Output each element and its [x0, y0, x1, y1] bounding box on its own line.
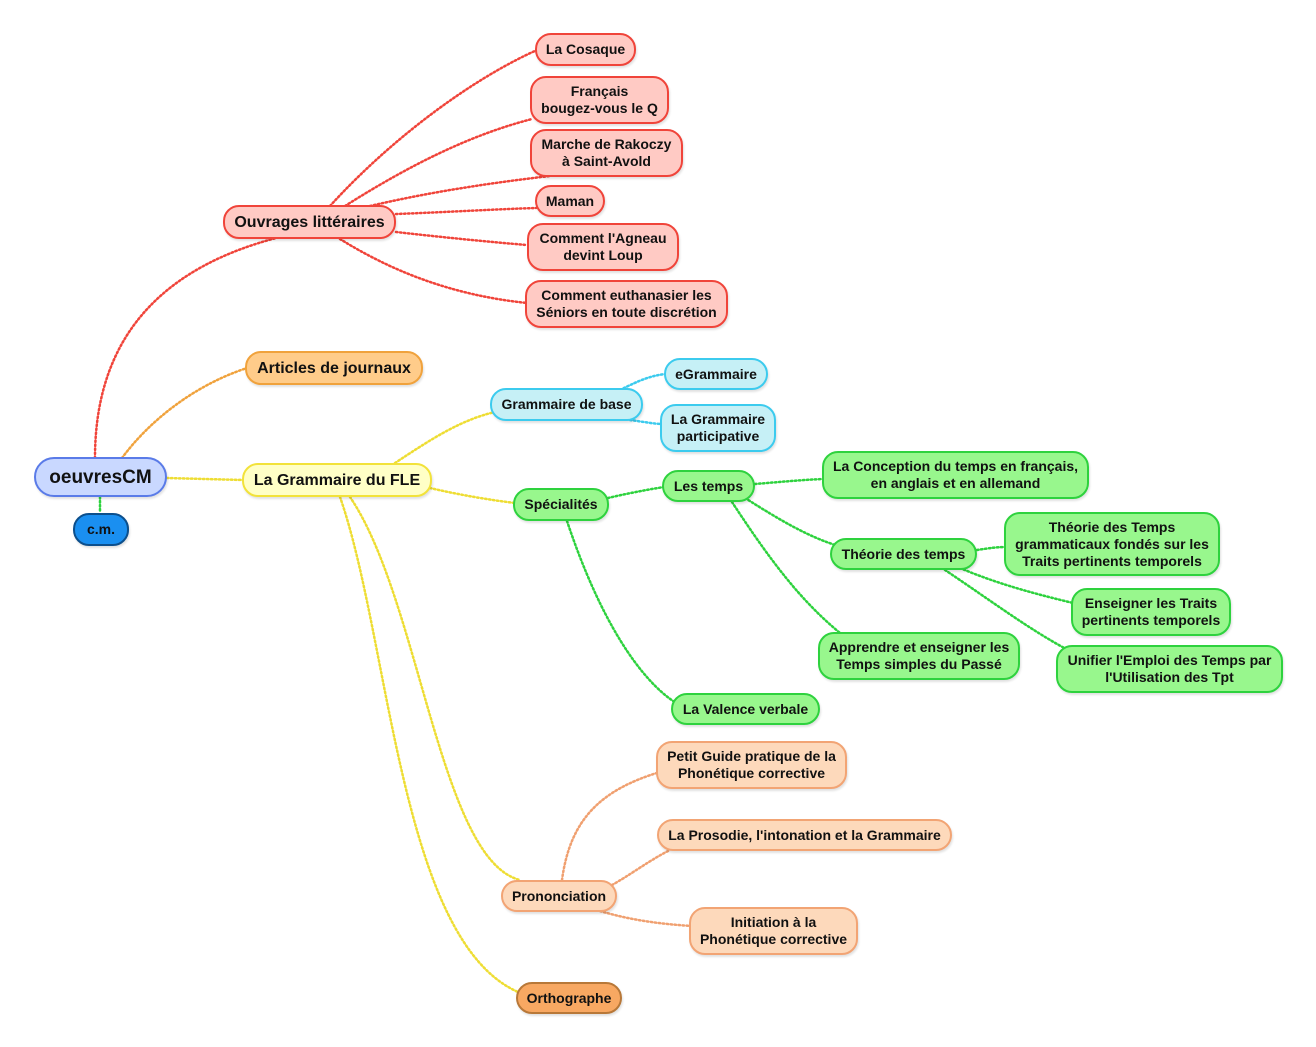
- link-theorie-enseigner: [958, 566, 1075, 605]
- node-la-cosaque[interactable]: La Cosaque: [535, 33, 636, 66]
- node-specialites[interactable]: Spécialités: [513, 488, 609, 521]
- link-ouvrages-euthanasier: [338, 237, 529, 305]
- link-fle-orthographe: [338, 495, 520, 994]
- link-temps-apprendre: [730, 500, 842, 635]
- link-prononciation-guide: [560, 770, 662, 882]
- node-prononciation[interactable]: Prononciation: [501, 880, 617, 912]
- link-base-egrammaire: [618, 372, 667, 392]
- link-prononciation-initiation: [598, 909, 694, 928]
- link-ouvrages-cosaque: [328, 48, 539, 208]
- node-articles-journaux[interactable]: Articles de journaux: [245, 351, 423, 385]
- link-root-ouvrages: [93, 235, 282, 460]
- node-petit-guide[interactable]: Petit Guide pratique de la Phonétique co…: [656, 741, 847, 789]
- node-enseigner-traits[interactable]: Enseigner les Traits pertinents temporel…: [1071, 588, 1231, 636]
- link-base-participative: [628, 418, 664, 426]
- link-fle-prononciation: [348, 495, 522, 882]
- node-prosodie[interactable]: La Prosodie, l'intonation et la Grammair…: [657, 819, 952, 851]
- link-ouvrages-agneau: [394, 230, 529, 247]
- node-valence-verbale[interactable]: La Valence verbale: [671, 693, 820, 725]
- link-root-articles: [120, 366, 249, 460]
- node-maman[interactable]: Maman: [535, 185, 605, 217]
- node-conception-temps[interactable]: La Conception du temps en français, en a…: [822, 451, 1089, 499]
- node-theorie-des-temps[interactable]: Théorie des temps: [830, 538, 977, 570]
- node-comment-agneau[interactable]: Comment l'Agneau devint Loup: [527, 223, 679, 271]
- node-grammaire-fle[interactable]: La Grammaire du FLE: [242, 463, 432, 497]
- node-egrammaire[interactable]: eGrammaire: [664, 358, 768, 390]
- node-theorie-temps-grammaticaux[interactable]: Théorie des Temps grammaticaux fondés su…: [1004, 512, 1220, 576]
- node-marche-rakoczy[interactable]: Marche de Rakoczy à Saint-Avold: [530, 129, 683, 177]
- node-apprendre-enseigner[interactable]: Apprendre et enseigner les Temps simples…: [818, 632, 1020, 680]
- node-ouvrages-litteraires[interactable]: Ouvrages littéraires: [223, 205, 396, 239]
- link-specialites-valence: [565, 519, 678, 705]
- link-fle-specialites: [428, 486, 517, 505]
- node-initiation[interactable]: Initiation à la Phonétique corrective: [689, 907, 858, 955]
- node-comment-euthanasier[interactable]: Comment euthanasier les Séniors en toute…: [525, 280, 728, 328]
- node-root[interactable]: oeuvresCM: [34, 457, 167, 497]
- link-temps-conception: [753, 477, 825, 486]
- node-grammaire-de-base[interactable]: Grammaire de base: [490, 388, 643, 421]
- node-unifier-emploi[interactable]: Unifier l'Emploi des Temps par l'Utilisa…: [1056, 645, 1283, 693]
- link-theorie-gram: [975, 545, 1008, 552]
- node-grammaire-participative[interactable]: La Grammaire participative: [660, 404, 776, 452]
- node-les-temps[interactable]: Les temps: [662, 470, 755, 502]
- link-prononciation-prosodie: [610, 848, 672, 887]
- link-temps-theorie: [743, 496, 837, 547]
- link-ouvrages-francais: [343, 117, 534, 208]
- link-ouvrages-rakoczy: [368, 174, 552, 208]
- link-theorie-unifier: [943, 568, 1070, 652]
- link-specialites-temps: [606, 485, 666, 500]
- link-ouvrages-maman: [394, 206, 538, 216]
- link-root-grammaire-fle: [165, 476, 245, 482]
- node-francais-bougez[interactable]: Français bougez-vous le Q: [530, 76, 669, 124]
- link-fle-grammaire-base: [393, 410, 497, 465]
- node-orthographe[interactable]: Orthographe: [516, 982, 622, 1014]
- node-cm[interactable]: c.m.: [73, 513, 129, 546]
